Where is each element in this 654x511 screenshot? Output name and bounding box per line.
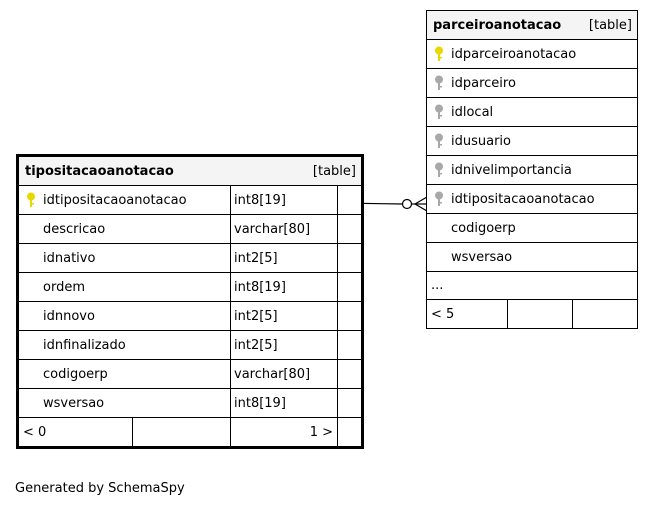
ellipsis-row: ... — [427, 272, 637, 300]
column-name: idnativo — [43, 250, 96, 266]
table-parceiroanotacao[interactable]: parceiroanotacao [table] idparceiroanota… — [426, 10, 638, 329]
column-type: int2[5] — [230, 331, 337, 359]
foreign-key-icon — [435, 133, 443, 148]
column-name: descricao — [43, 221, 106, 237]
column-name: idlocal — [451, 104, 494, 120]
column-type: int8[19] — [230, 273, 337, 301]
foreign-key-icon — [435, 75, 443, 90]
column-name: idtipositacaoanotacao — [43, 192, 187, 208]
column-row[interactable]: idnfinalizado int2[5] — [19, 331, 361, 360]
column-row[interactable]: idtipositacaoanotacao — [427, 185, 637, 214]
column-name: wsversao — [451, 249, 513, 265]
column-row[interactable]: idnnovo int2[5] — [19, 302, 361, 331]
column-name: idnnovo — [43, 308, 95, 324]
column-name: idparceiroanotacao — [451, 46, 577, 62]
children-count[interactable]: 1 > — [230, 418, 337, 446]
column-type: int8[19] — [230, 389, 337, 417]
parents-count[interactable]: < 0 — [23, 424, 47, 440]
foreign-key-icon — [435, 104, 443, 119]
column-name: codigoerp — [451, 220, 516, 236]
column-row[interactable]: descricao varchar[80] — [19, 215, 361, 244]
column-name: wsversao — [43, 395, 105, 411]
ellipsis: ... — [431, 278, 444, 293]
table-header: tipositacaoanotacao [table] — [19, 157, 361, 186]
generated-by-text: Generated by SchemaSpy — [15, 481, 185, 496]
column-row[interactable]: codigoerp — [427, 214, 637, 243]
column-row[interactable]: idparceiro — [427, 69, 637, 98]
footer-right-spacer — [337, 418, 361, 446]
foreign-key-icon — [435, 162, 443, 177]
parents-count[interactable]: < 5 — [431, 306, 455, 322]
table-footer: < 5 — [427, 300, 637, 328]
footer-spacer — [572, 300, 637, 328]
table-kind: [table] — [588, 17, 632, 33]
column-name: codigoerp — [43, 366, 108, 382]
column-type: int2[5] — [230, 302, 337, 330]
column-row[interactable]: idtipositacaoanotacao int8[19] — [19, 186, 361, 215]
column-row[interactable]: codigoerp varchar[80] — [19, 360, 361, 389]
table-footer: < 0 1 > — [19, 418, 361, 446]
foreign-key-icon — [435, 191, 443, 206]
column-type: int2[5] — [230, 244, 337, 272]
column-row[interactable]: idlocal — [427, 98, 637, 127]
column-row[interactable]: wsversao — [427, 243, 637, 272]
column-row[interactable]: idnativo int2[5] — [19, 244, 361, 273]
column-row[interactable]: idnivelimportancia — [427, 156, 637, 185]
column-row[interactable]: wsversao int8[19] — [19, 389, 361, 418]
table-header: parceiroanotacao [table] — [427, 11, 637, 40]
column-name: idtipositacaoanotacao — [451, 191, 595, 207]
column-type: varchar[80] — [230, 215, 337, 243]
table-name: parceiroanotacao — [433, 17, 562, 33]
column-name: ordem — [43, 279, 85, 295]
table-name: tipositacaoanotacao — [25, 163, 174, 179]
column-type: varchar[80] — [230, 360, 337, 388]
primary-key-icon — [435, 46, 443, 61]
column-name: idnfinalizado — [43, 337, 126, 353]
column-name: idnivelimportancia — [451, 162, 572, 178]
primary-key-icon — [27, 192, 35, 207]
column-row[interactable]: ordem int8[19] — [19, 273, 361, 302]
table-kind: [table] — [312, 163, 356, 179]
column-name: idusuario — [451, 133, 511, 149]
column-row[interactable]: idparceiroanotacao — [427, 40, 637, 69]
footer-spacer — [132, 418, 230, 446]
table-tipositacaoanotacao[interactable]: tipositacaoanotacao [table] idtipositaca… — [16, 154, 364, 449]
column-type: int8[19] — [230, 186, 337, 214]
column-row[interactable]: idusuario — [427, 127, 637, 156]
column-name: idparceiro — [451, 75, 516, 91]
footer-spacer — [507, 300, 572, 328]
